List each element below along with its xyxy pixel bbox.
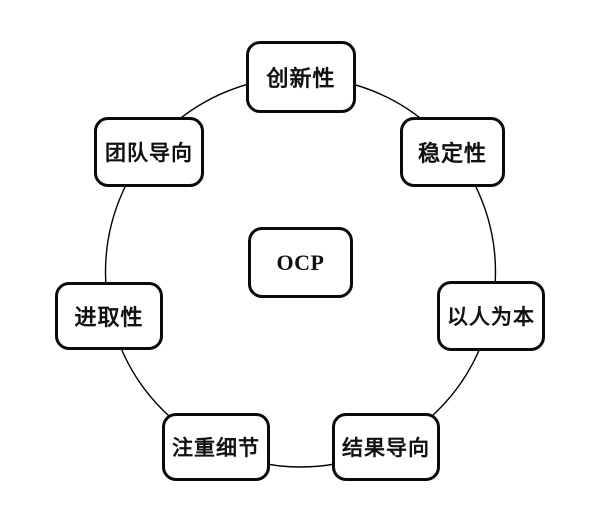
- node-attention-to-detail: 注重细节: [162, 413, 270, 481]
- node-aggressiveness: 进取性: [55, 282, 163, 350]
- node-center-ocp: OCP: [248, 227, 353, 298]
- node-aggressiveness-label: 进取性: [74, 305, 144, 330]
- node-result-oriented: 结果导向: [332, 413, 440, 481]
- node-team-orientation-label: 团队导向: [105, 141, 193, 165]
- node-center-ocp-label: OCP: [276, 249, 325, 275]
- node-innovation: 创新性: [246, 41, 356, 113]
- node-innovation-label: 创新性: [266, 66, 336, 91]
- node-team-orientation: 团队导向: [94, 117, 204, 187]
- node-stability-label: 稳定性: [417, 141, 487, 166]
- node-attention-to-detail-label: 注重细节: [172, 436, 260, 460]
- node-result-oriented-label: 结果导向: [342, 436, 430, 460]
- node-people-oriented: 以人为本: [437, 281, 545, 351]
- node-stability: 稳定性: [400, 117, 505, 187]
- node-people-oriented-label: 以人为本: [447, 305, 535, 329]
